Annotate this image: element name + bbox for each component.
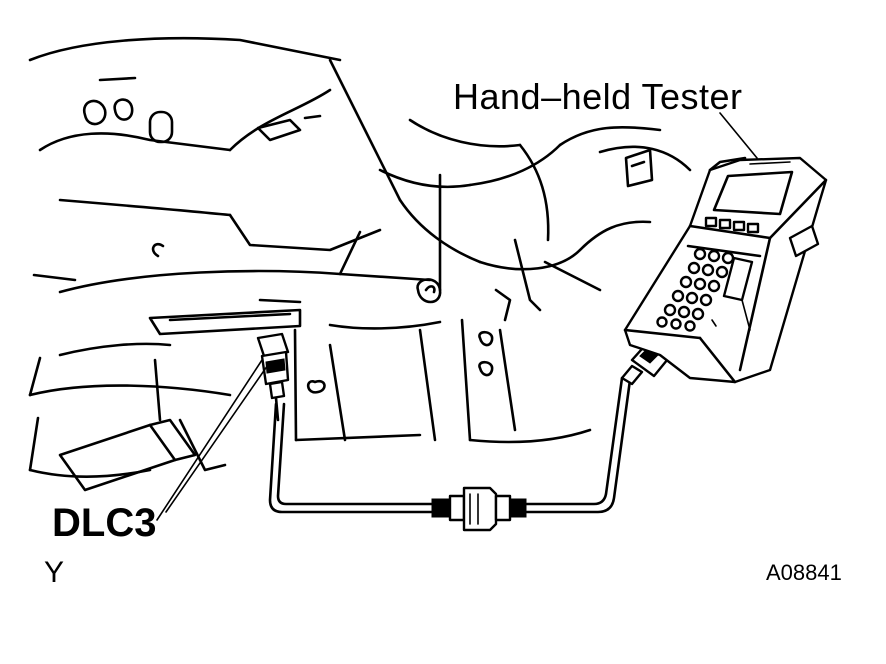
cable-adapter <box>431 486 527 532</box>
instrument-panel <box>28 36 592 492</box>
label-dlc3: DLC3 <box>52 501 157 545</box>
leader-lines <box>156 112 758 521</box>
hand-held-tester-device <box>623 156 828 384</box>
figure-code: A08841 <box>766 560 842 585</box>
dlc3-connector <box>256 332 290 422</box>
label-hand-held-tester: Hand–held Tester <box>453 76 743 117</box>
tester-keypad <box>656 247 754 332</box>
label-corner-y: Y <box>44 556 65 589</box>
tester-cable <box>268 376 632 514</box>
steering-column <box>328 58 692 312</box>
